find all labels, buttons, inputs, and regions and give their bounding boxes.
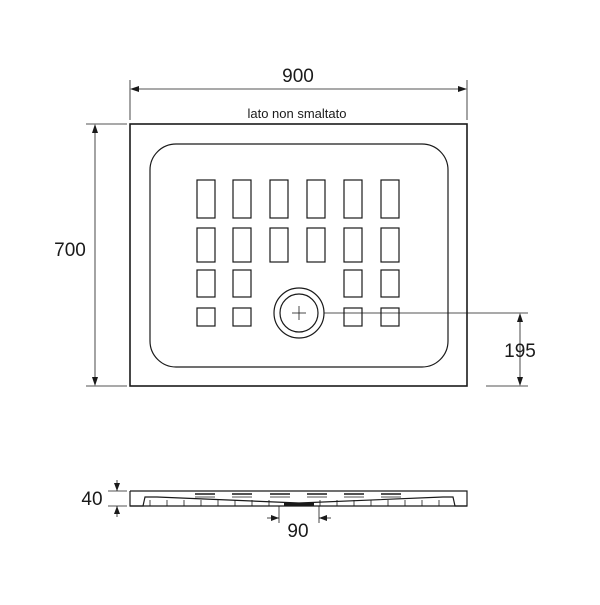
drain-inner-ring — [279, 293, 319, 333]
anti-slip-pad — [306, 179, 326, 219]
drain-offset-dimension: 195 — [486, 313, 536, 387]
anti-slip-pad — [343, 227, 363, 263]
drain-diameter-dimension: 90 — [267, 506, 331, 542]
width-dimension: 900 lato non smaltato — [129, 66, 468, 121]
tray-outer-outline — [129, 123, 468, 387]
section-view: 40 90 — [81, 480, 468, 542]
anti-slip-pad — [196, 227, 216, 263]
anti-slip-pad — [269, 227, 289, 263]
plan-view: 900 lato non smaltato 700 195 — [54, 66, 536, 387]
anti-slip-pad — [380, 269, 400, 298]
anti-slip-pads — [196, 179, 400, 327]
anti-slip-pad — [232, 179, 252, 219]
anti-slip-pad — [343, 307, 363, 327]
anti-slip-pad — [380, 307, 400, 327]
section-surface-slats — [195, 493, 401, 498]
anti-slip-pad — [380, 179, 400, 219]
anti-slip-pad — [343, 179, 363, 219]
anti-slip-pad — [232, 307, 252, 327]
anti-slip-pad — [380, 227, 400, 263]
drain-diameter-value: 90 — [287, 521, 308, 542]
anti-slip-pad — [306, 227, 326, 263]
anti-slip-pad — [269, 179, 289, 219]
drain — [273, 287, 528, 339]
width-value: 900 — [282, 66, 314, 87]
tray-inner-basin — [149, 143, 449, 368]
anti-slip-pad — [196, 269, 216, 298]
height-value: 40 — [81, 489, 102, 510]
anti-slip-pad — [232, 269, 252, 298]
unglazed-side-label: lato non smaltato — [247, 106, 346, 121]
depth-value: 700 — [54, 240, 86, 261]
drain-offset-value: 195 — [504, 341, 536, 362]
height-dimension: 40 — [81, 480, 127, 517]
depth-dimension: 700 — [54, 123, 127, 387]
anti-slip-pad — [196, 307, 216, 327]
anti-slip-pad — [343, 269, 363, 298]
anti-slip-pad — [196, 179, 216, 219]
anti-slip-pad — [232, 227, 252, 263]
section-drain-opening — [284, 503, 314, 506]
section-ribs — [149, 500, 440, 506]
